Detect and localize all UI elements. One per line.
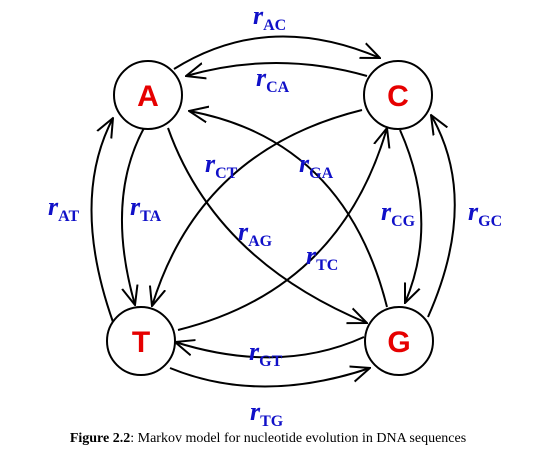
figure-caption: Figure 2.2: Markov model for nucleotide … [0, 431, 536, 447]
edge-c-to-t [152, 109, 363, 306]
rate-label-ca: rCA [256, 63, 290, 96]
rate-label-tc: rTC [306, 241, 338, 274]
node-c-label: C [387, 80, 409, 113]
edge-a-to-c [173, 35, 380, 70]
node-a: A [113, 60, 183, 130]
edge-t-to-a [90, 118, 114, 323]
edge-g-to-c [427, 115, 456, 318]
rate-label-ac: rAC [253, 1, 286, 34]
edge-t-to-c [177, 128, 387, 331]
edge-a-to-t [120, 127, 145, 305]
edge-a-to-g [167, 127, 367, 323]
rate-label-gt: rGT [249, 337, 283, 370]
figure-label: Figure 2.2 [69, 431, 131, 446]
edge-g-to-a [189, 111, 388, 308]
node-c: C [363, 60, 433, 130]
rate-label-ag: rAG [238, 217, 273, 250]
edge-c-to-g [399, 129, 423, 303]
caption-text: : Markov model for nucleotide evolution … [130, 431, 467, 446]
rate-label-tg: rTG [250, 397, 284, 430]
node-t-label: T [132, 326, 150, 359]
node-g-label: G [387, 326, 410, 359]
rate-label-ta: rTA [130, 192, 162, 225]
edge-t-to-g [169, 368, 370, 388]
rate-label-ga: rGA [299, 149, 334, 182]
edge-g-to-t [175, 336, 365, 359]
node-t: T [106, 306, 176, 376]
node-g: G [364, 306, 434, 376]
rate-label-cg: rCG [381, 197, 416, 230]
rate-label-ct: rCT [205, 149, 238, 182]
rate-label-gc: rGC [468, 197, 502, 230]
rate-label-at: rAT [48, 192, 79, 225]
edge-c-to-a [186, 62, 368, 76]
node-a-label: A [137, 80, 159, 113]
